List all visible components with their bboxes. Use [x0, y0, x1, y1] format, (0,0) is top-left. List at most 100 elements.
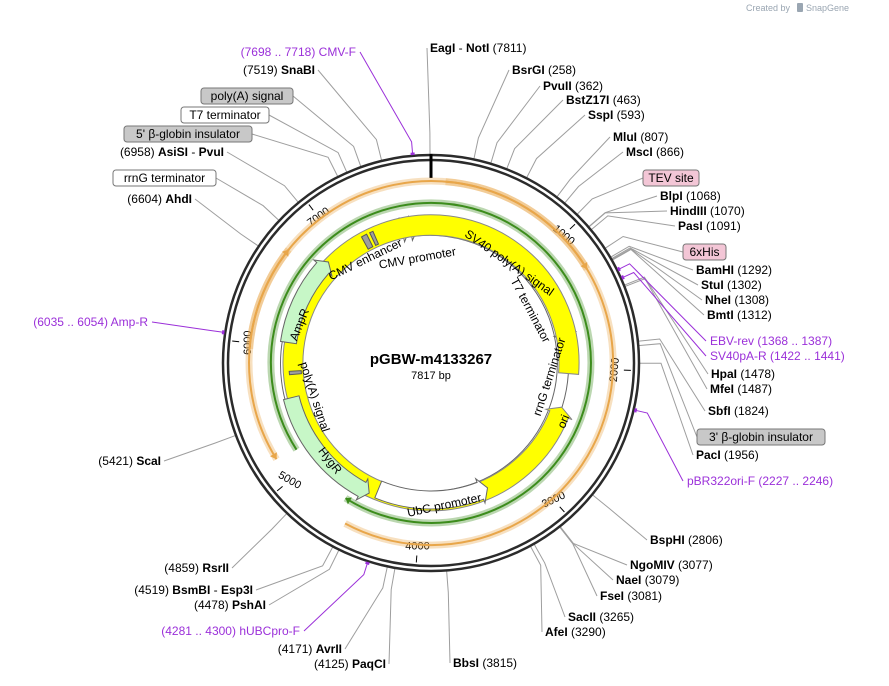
primer-binding-mark: [221, 330, 225, 335]
beta-globin-block: [360, 233, 374, 250]
primer-pbr322ori-f-label: pBR322ori-F (2227 .. 2246): [687, 474, 833, 488]
feature-label-text: rrnG terminator: [124, 171, 205, 185]
feature-label-box: [200, 87, 294, 105]
enzyme-label: BamHI (1292): [696, 263, 772, 277]
enzyme-position: (6604): [127, 192, 165, 206]
enzyme-name: MscI: [626, 145, 653, 159]
enzyme-leader: [473, 69, 510, 160]
enzyme-position: (4859): [164, 561, 202, 575]
feature-label-box: [642, 169, 700, 187]
enzyme-position: (4519): [134, 583, 172, 597]
enzyme-label: PacI (1956): [696, 448, 759, 462]
primer-amp-r-label: (6035 .. 6054) Amp-R: [33, 315, 148, 329]
enzyme-position: (5421): [98, 454, 136, 468]
enzyme-position: (7519): [243, 63, 281, 77]
enzyme-name: SspI: [588, 108, 613, 122]
enzyme-name: NaeI: [616, 573, 641, 587]
enzyme-label: SbfI (1824): [708, 404, 769, 418]
orf-green-hygr: [269, 201, 592, 524]
enzyme-label: BspHI (2806): [650, 533, 723, 547]
enzyme-leader: [533, 543, 566, 618]
primer-name: pBR322ori-F: [687, 474, 755, 488]
enzyme-position: (4125): [314, 657, 352, 671]
enzyme-position: (1302): [724, 278, 762, 292]
enzyme-leader: [317, 69, 383, 162]
enzyme-position: (3290): [568, 625, 606, 639]
enzyme-leader: [231, 512, 288, 569]
enzyme-label: MfeI (1487): [710, 382, 772, 396]
enzyme-label: HpaI (1478): [711, 367, 775, 381]
enzyme-name-2: Esp3I: [221, 583, 253, 597]
enzyme-label: (4478) PshAI: [194, 598, 266, 612]
enzyme-leader: [637, 338, 706, 412]
enzyme-position: (3077): [675, 558, 713, 572]
primer-range: (1368 .. 1387): [754, 334, 832, 348]
enzyme-leader: [591, 494, 648, 541]
enzyme-name: PasI: [678, 219, 703, 233]
orf-left-head: [281, 249, 289, 257]
enzyme-position: (1487): [734, 382, 772, 396]
enzyme-name: HindIII: [670, 204, 707, 218]
enzyme-label: (5421) ScaI: [98, 454, 161, 468]
feature-leader: [638, 343, 698, 438]
feature-leader: [604, 235, 684, 253]
primer-name: Amp-R: [111, 315, 149, 329]
enzyme-leader: [268, 549, 340, 606]
enzyme-position: (258): [545, 63, 576, 77]
enzyme-leader: [610, 247, 699, 286]
enzyme-separator: -: [210, 583, 221, 597]
feature-label-text: TEV site: [648, 171, 694, 185]
enzyme-position: (6958): [120, 145, 158, 159]
enzyme-name: StuI: [701, 278, 724, 292]
enzyme-position: (1308): [731, 293, 769, 307]
primer-binding-mark: [365, 561, 370, 565]
enzyme-label: (6604) AhdI: [127, 192, 192, 206]
enzyme-name: AfeI: [545, 625, 568, 639]
enzyme-label: (6958) AsiSI - PvuI: [120, 145, 224, 159]
tick-mark: [415, 555, 418, 563]
primer-sv40pa-r-label: SV40pA-R (1422 .. 1441): [710, 349, 845, 363]
feature-label-box: [123, 125, 253, 143]
enzyme-leader: [556, 136, 611, 198]
feature-label-text: T7 terminator: [189, 108, 260, 122]
enzyme-name: FseI: [600, 589, 624, 603]
enzyme-name: SnaBI: [281, 63, 315, 77]
snapgene-brand-text: SnapGene: [806, 3, 849, 13]
polya-block: [288, 370, 302, 376]
enzyme-leader: [446, 570, 451, 664]
enzyme-label: AfeI (3290): [545, 625, 606, 639]
enzyme-leader: [388, 567, 396, 665]
enzyme-name: EagI: [430, 41, 455, 55]
enzyme-label: NaeI (3079): [616, 573, 679, 587]
enzyme-leader: [255, 546, 334, 591]
feature-label-text: 5' β-globin insulator: [136, 127, 240, 141]
enzyme-position: (1312): [734, 308, 772, 322]
enzyme-leader: [611, 248, 703, 301]
primer-range: (2227 .. 2246): [755, 474, 833, 488]
enzyme-position: (463): [609, 93, 640, 107]
enzyme-label: NheI (1308): [705, 293, 769, 307]
enzyme-leader: [588, 210, 668, 228]
enzyme-leader: [525, 114, 586, 179]
leader-lines: [151, 47, 709, 665]
enzyme-leader: [163, 434, 237, 462]
enzyme-separator: -: [455, 41, 466, 55]
feature-leader: [292, 95, 362, 168]
tick-mark: [276, 485, 283, 492]
enzyme-label: PvuII (362): [543, 79, 603, 93]
enzyme-position: (1068): [683, 189, 721, 203]
enzyme-position: (3079): [641, 573, 679, 587]
enzyme-position: (1070): [707, 204, 745, 218]
feature-label-box: [180, 106, 270, 124]
enzyme-label: BsrGI (258): [512, 63, 576, 77]
enzyme-position: (1956): [721, 448, 759, 462]
enzyme-leader: [559, 526, 598, 597]
enzyme-leader: [559, 525, 628, 566]
enzyme-leader: [529, 545, 543, 633]
enzyme-name: MfeI: [710, 382, 734, 396]
tick-mark: [308, 204, 314, 211]
enzyme-separator: -: [188, 145, 199, 159]
enzyme-label: SacII (3265): [568, 610, 634, 624]
enzyme-leader: [623, 276, 709, 375]
primer-name: CMV-F: [319, 45, 356, 59]
